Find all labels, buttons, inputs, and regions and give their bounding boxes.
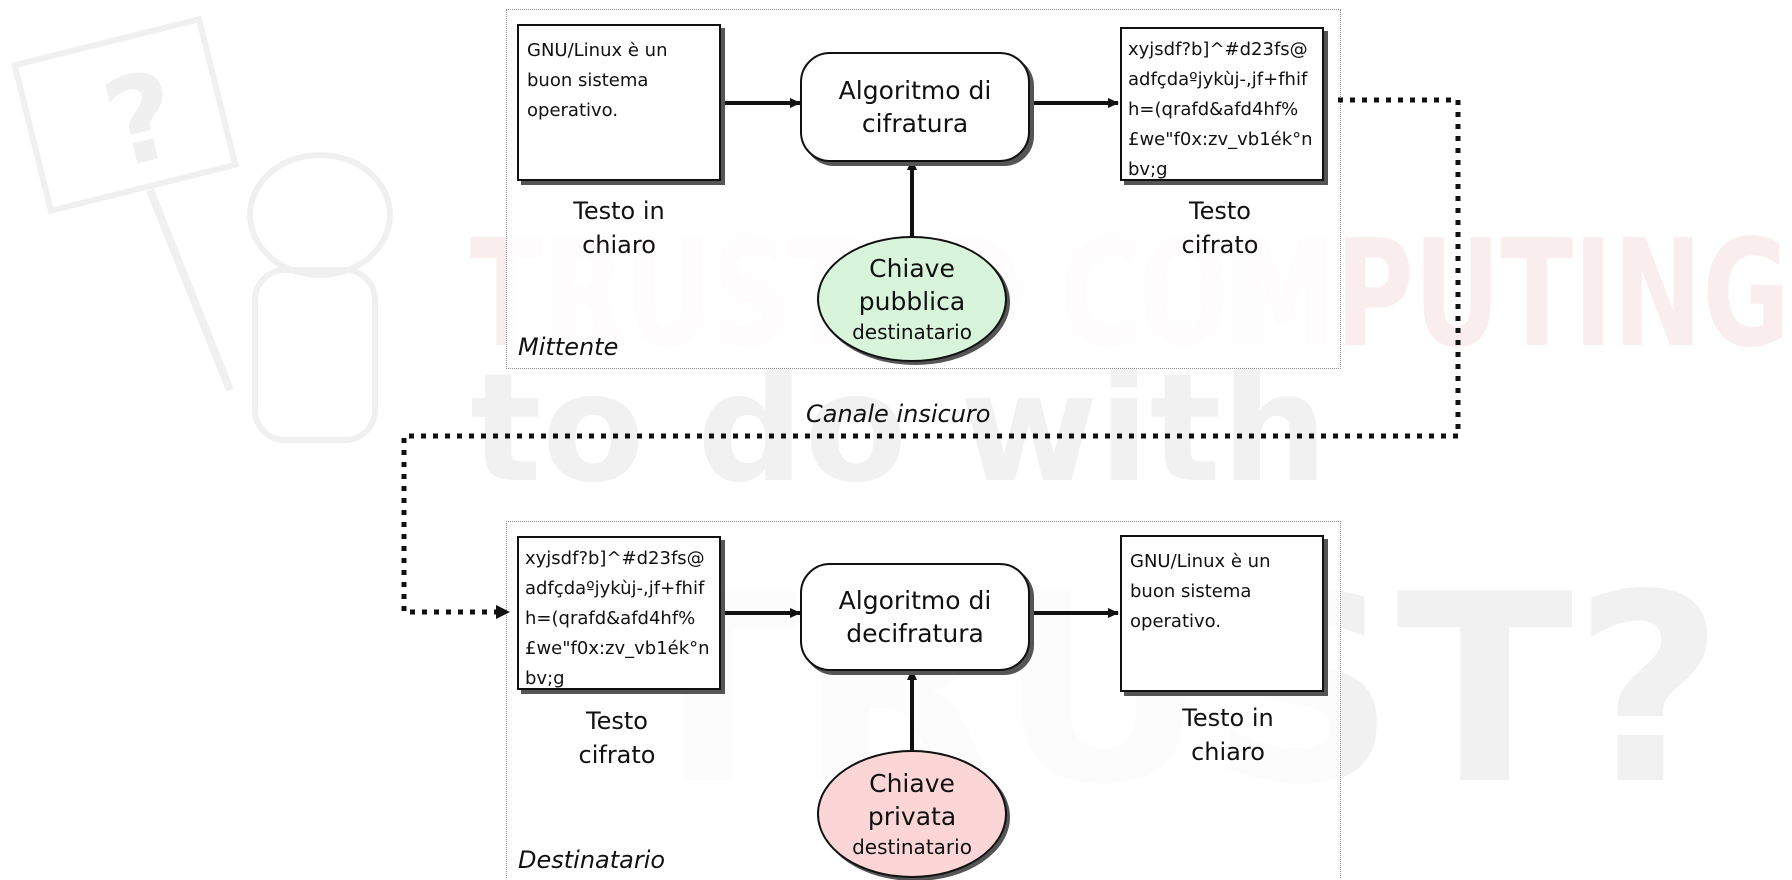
insecure-channel-path — [401, 97, 1461, 615]
receiver-decryption-algorithm: Algoritmo di decifratura — [800, 563, 1030, 671]
sender-ciphertext-box: xyjsdf?b]^#d23fs@adfçdaºjykùj-,jf+fhifh=… — [1120, 27, 1324, 181]
private-key-label: Chiave privata — [867, 769, 957, 831]
sender-plaintext-box: GNU/Linux è un buon sistema operativo. — [517, 24, 721, 181]
receiver-plaintext-caption: Testo in chiaro — [1182, 704, 1274, 766]
sender-ciphertext-caption: Testo cifrato — [1181, 197, 1259, 259]
insecure-channel-label: Canale insicuro — [806, 400, 991, 428]
receiver-ciphertext-caption: Testo cifrato — [578, 707, 656, 769]
receiver-private-key: Chiave privata destinatario — [817, 750, 1007, 878]
sender-public-key: Chiave pubblica destinatario — [817, 236, 1007, 362]
sender-label: Mittente — [518, 333, 619, 361]
private-key-owner: destinatario — [852, 835, 972, 859]
watermark-line2: to do with — [470, 342, 1328, 516]
receiver-ciphertext-box: xyjsdf?b]^#d23fs@adfçdaºjykùj-,jf+fhifh=… — [517, 536, 721, 690]
receiver-label: Destinatario — [518, 846, 666, 874]
receiver-plaintext-box: GNU/Linux è un buon sistema operativo. — [1120, 535, 1324, 692]
public-key-owner: destinatario — [852, 320, 972, 344]
sender-encryption-algorithm: Algoritmo di cifratura — [800, 52, 1030, 162]
public-key-label: Chiave pubblica — [858, 254, 966, 316]
sender-plaintext-caption: Testo in chiaro — [573, 197, 665, 259]
